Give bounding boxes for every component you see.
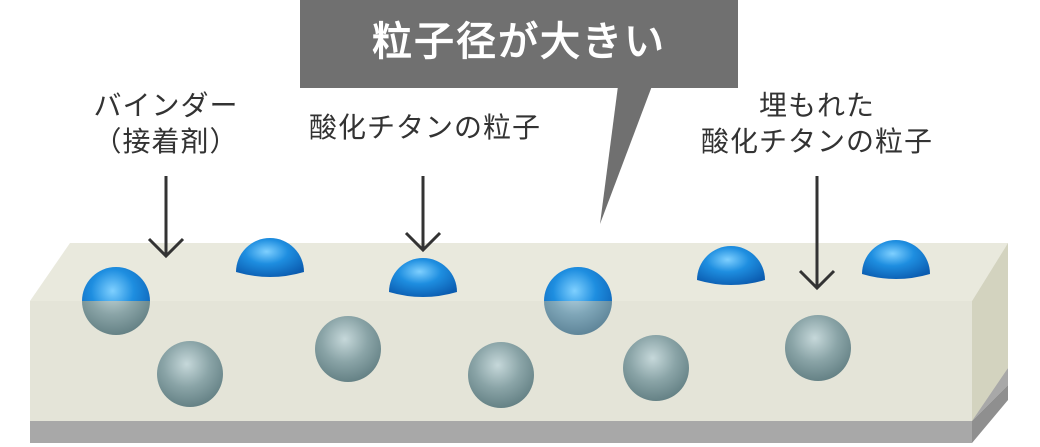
buried-particle	[785, 315, 851, 381]
slab-side-bottom	[972, 385, 1008, 443]
down-arrow-icon	[404, 176, 442, 253]
callout-bubble	[300, 0, 738, 224]
buried-particle	[315, 316, 381, 382]
edge-particle-1	[82, 267, 150, 335]
buried-particle-label: 埋もれた 酸化チタンの粒子	[672, 88, 962, 160]
buried-particle	[157, 341, 223, 407]
slab-top-face	[30, 243, 1008, 301]
buried-label-line2: 酸化チタンの粒子	[700, 125, 933, 158]
surface-particle	[697, 246, 765, 285]
buried-particle	[623, 335, 689, 401]
callout-title: 粒子径が大きい	[372, 19, 666, 65]
binder-label: バインダー （接着剤）	[80, 88, 252, 160]
surface-particle	[236, 238, 304, 277]
down-arrow-icon	[798, 176, 836, 291]
buried-particle	[468, 342, 534, 408]
slab-side-face	[972, 243, 1008, 421]
surface-particle	[389, 258, 457, 297]
buried-label-line1: 埋もれた	[758, 89, 875, 122]
surface-particles	[236, 238, 930, 297]
buried-particles	[157, 315, 851, 408]
edge-particle-2	[544, 267, 612, 335]
binder-label-line2: （接着剤）	[93, 125, 239, 158]
slab-bottom-strip	[30, 421, 972, 443]
binder-label-line1: バインダー	[93, 89, 239, 122]
tio2-particle-label: 酸化チタンの粒子	[308, 111, 541, 144]
surface-particle	[862, 240, 930, 279]
down-arrow-icon	[147, 176, 185, 259]
